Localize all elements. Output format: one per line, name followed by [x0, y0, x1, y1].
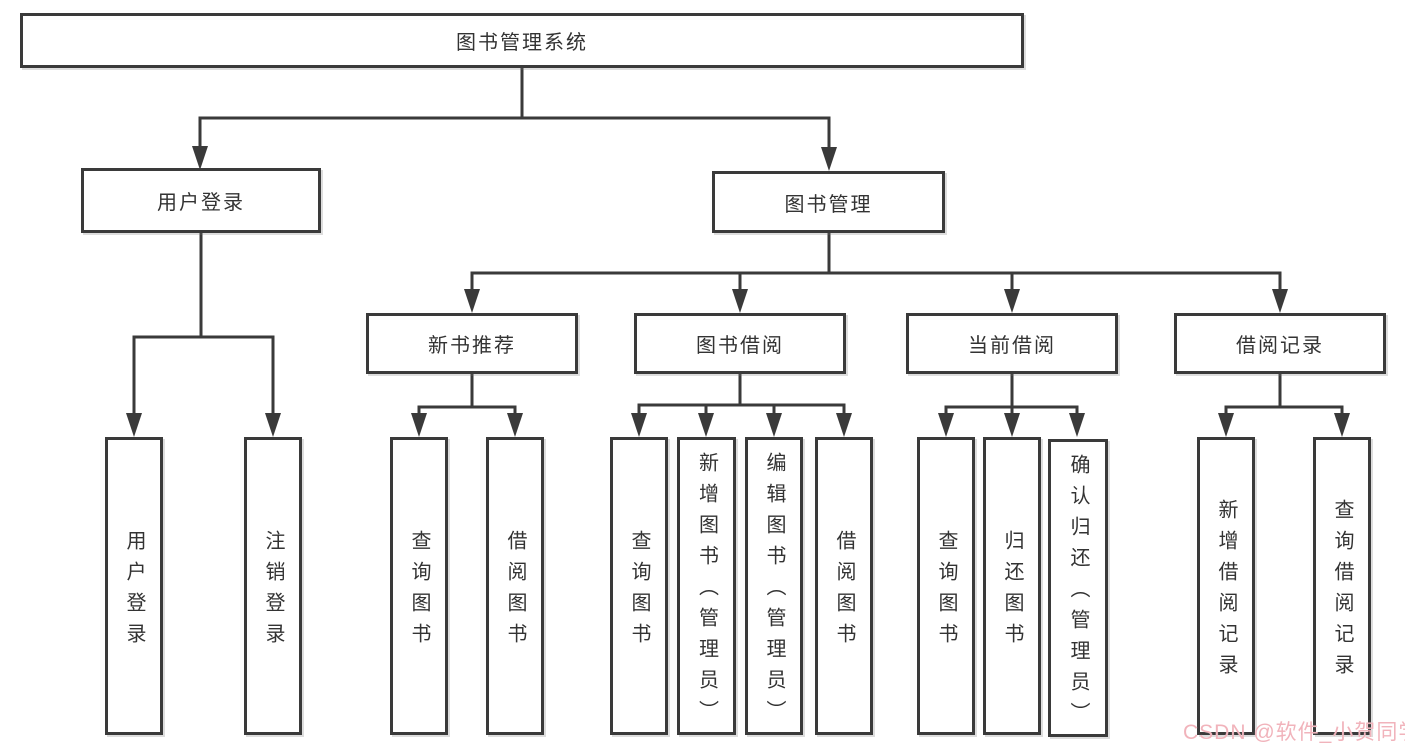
- node-return-books: 归还图书: [983, 437, 1041, 735]
- node-label: 新增借阅记录: [1215, 498, 1237, 685]
- node-label: 当前借阅: [968, 335, 1056, 357]
- node-label: 新书推荐: [428, 335, 516, 357]
- node-query-books-2: 查询图书: [610, 437, 668, 735]
- node-edit-books-admin: 编辑图书（管理员）: [745, 437, 803, 735]
- node-label: 查询图书: [935, 529, 957, 654]
- node-label: 编辑图书（管理员）: [763, 452, 785, 731]
- node-book-borrow: 图书借阅: [634, 313, 846, 374]
- node-borrow-records: 借阅记录: [1174, 313, 1386, 374]
- arrowheads: [126, 146, 1350, 437]
- node-label: 用户登录: [123, 529, 145, 654]
- node-logout: 注销登录: [244, 437, 302, 735]
- node-confirm-return-admin: 确认归还（管理员）: [1048, 439, 1108, 737]
- node-label: 查询图书: [408, 529, 430, 654]
- node-user-login-leaf: 用户登录: [105, 437, 163, 735]
- node-label: 图书管理: [784, 193, 873, 216]
- node-library-management-system: 图书管理系统: [20, 13, 1024, 68]
- csdn-watermark: CSDN @软件_小贺同学: [1183, 721, 1405, 744]
- node-new-book-recommend: 新书推荐: [366, 313, 578, 374]
- node-borrow-books-1: 借阅图书: [486, 437, 544, 735]
- node-add-books-admin: 新增图书（管理员）: [677, 437, 736, 735]
- node-label: 图书借阅: [696, 335, 784, 357]
- node-label: 图书管理系统: [456, 32, 588, 54]
- node-borrow-books-2: 借阅图书: [815, 437, 873, 735]
- node-label: 确认归还（管理员）: [1067, 454, 1089, 733]
- node-label: 查询图书: [628, 529, 650, 654]
- node-label: 借阅记录: [1236, 335, 1324, 357]
- node-label: 新增图书（管理员）: [695, 452, 718, 731]
- node-query-books-3: 查询图书: [917, 437, 975, 735]
- node-query-borrow-record: 查询借阅记录: [1313, 437, 1371, 735]
- node-book-management: 图书管理: [712, 171, 945, 233]
- node-label: 注销登录: [262, 529, 284, 654]
- node-label: 查询借阅记录: [1331, 498, 1353, 685]
- node-label: 用户登录: [157, 192, 245, 214]
- node-current-borrow: 当前借阅: [906, 313, 1118, 374]
- node-user-login: 用户登录: [81, 168, 321, 233]
- node-query-books-1: 查询图书: [390, 437, 448, 735]
- node-label: 借阅图书: [833, 529, 855, 654]
- node-label: 归还图书: [1001, 529, 1023, 654]
- node-label: 借阅图书: [504, 529, 526, 654]
- node-add-borrow-record: 新增借阅记录: [1197, 437, 1255, 735]
